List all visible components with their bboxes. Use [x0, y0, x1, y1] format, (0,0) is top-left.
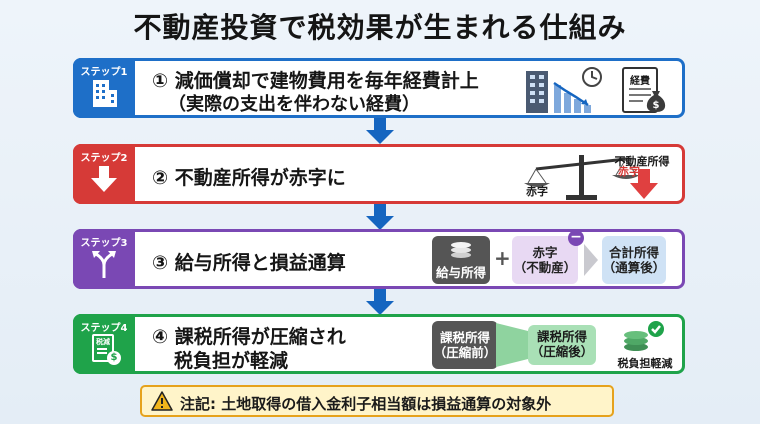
tax-reduced-label: 税負担軽減 [617, 357, 673, 370]
step-4-title: ④ 課税所得が圧縮され [152, 326, 346, 348]
taxable-after-box: 課税所得 （圧縮後） [528, 325, 596, 365]
step-3-title: ③ 給与所得と損益通算 [152, 252, 346, 274]
flow-arrow-1-icon [366, 118, 394, 144]
step-1-title: ① 減価償却で建物費用を毎年経費計上 [152, 70, 479, 92]
coins-check-icon [624, 321, 664, 351]
before-label-line2: （圧縮前） [433, 345, 497, 360]
after-label-line2: （圧縮後） [530, 344, 594, 359]
footnote-text: 注記: 土地取得の借入金利子相当額は損益通算の対象外 [180, 395, 552, 413]
building-chart-decline-icon [526, 67, 602, 113]
scale-right-label: 赤字 [618, 165, 640, 178]
down-arrow-icon [91, 166, 117, 192]
scale-left-label: 赤字 [526, 185, 548, 198]
salary-income-label: 給与所得 [435, 265, 486, 280]
chevron-right-icon [584, 244, 598, 276]
flow-arrow-2-icon [366, 204, 394, 230]
page-title: 不動産投資で税効果が生まれる仕組み [133, 11, 627, 44]
expense-document-icon: 経費 [622, 67, 658, 113]
step-3-tag: ステップ3 [80, 238, 128, 249]
building-icon [93, 80, 117, 107]
balance-scale-icon [524, 155, 640, 200]
step-1-tag: ステップ1 [80, 67, 128, 78]
coin-stack-icon [451, 242, 471, 258]
step-2-title: ② 不動産所得が赤字に [152, 167, 346, 189]
footnote-box: 注記: 土地取得の借入金利子相当額は損益通算の対象外 [140, 385, 614, 417]
dollar-badge-icon: $ [107, 351, 121, 365]
warning-icon [151, 391, 173, 411]
income-label: 不動産所得 [614, 155, 670, 168]
step-3-tab: ステップ3 [73, 229, 135, 289]
step-2-tag: ステップ2 [80, 153, 128, 164]
money-bag-icon: $ [646, 91, 666, 112]
after-label-line1: 課税所得 [536, 329, 587, 344]
step-1-card: ステップ1 ① 減価償却で建物費用を毎年経費計上 （実際の支出を伴わない経費） [73, 58, 685, 118]
step-2-tab: ステップ2 [73, 144, 135, 204]
tax-document-icon: 税減 $ [92, 334, 121, 365]
deficit-label-line1: 赤字 [532, 245, 558, 260]
step-4-tab: ステップ4 税減 $ [73, 314, 135, 374]
taxable-before-box: 課税所得 （圧縮前） [432, 321, 498, 369]
flow-arrow-3-icon [366, 289, 394, 315]
deficit-label-line2: （不動産） [513, 260, 577, 275]
step-4-card: ステップ4 税減 $ ④ 課税所得が圧縮され 税負担が軽減 課税所得 （圧縮前）… [73, 314, 685, 374]
step-4-tag: ステップ4 [80, 323, 128, 334]
minus-badge-icon: − [568, 230, 584, 246]
total-label-line1: 合計所得 [608, 245, 659, 260]
step-1-subtitle: （実際の支出を伴わない経費） [168, 94, 420, 115]
step-4-subtitle: 税負担が軽減 [174, 350, 289, 372]
red-down-arrow-icon [630, 169, 658, 199]
merge-arrows-icon [92, 251, 116, 278]
before-label-line1: 課税所得 [439, 330, 490, 345]
svg-text:$: $ [653, 100, 660, 111]
total-income-box: 合計所得 （通算後） [602, 236, 666, 284]
salary-income-box: 給与所得 [432, 236, 490, 284]
compress-funnel-icon [496, 323, 528, 367]
plus-sign: + [494, 246, 511, 270]
property-deficit-box: 赤字 （不動産） − [512, 230, 584, 284]
expense-document-label: 経費 [630, 76, 650, 87]
step-1-tab: ステップ1 [73, 58, 135, 118]
tax-document-tag: 税減 [96, 338, 110, 346]
step-2-card: ステップ2 ② 不動産所得が赤字に 赤字 赤字 不動産所得 [73, 144, 685, 204]
step-3-card: ステップ3 ③ 給与所得と損益通算 給与所得 + 赤字 （不動産） − 合計所得… [73, 229, 685, 289]
total-label-line2: （通算後） [602, 260, 666, 275]
